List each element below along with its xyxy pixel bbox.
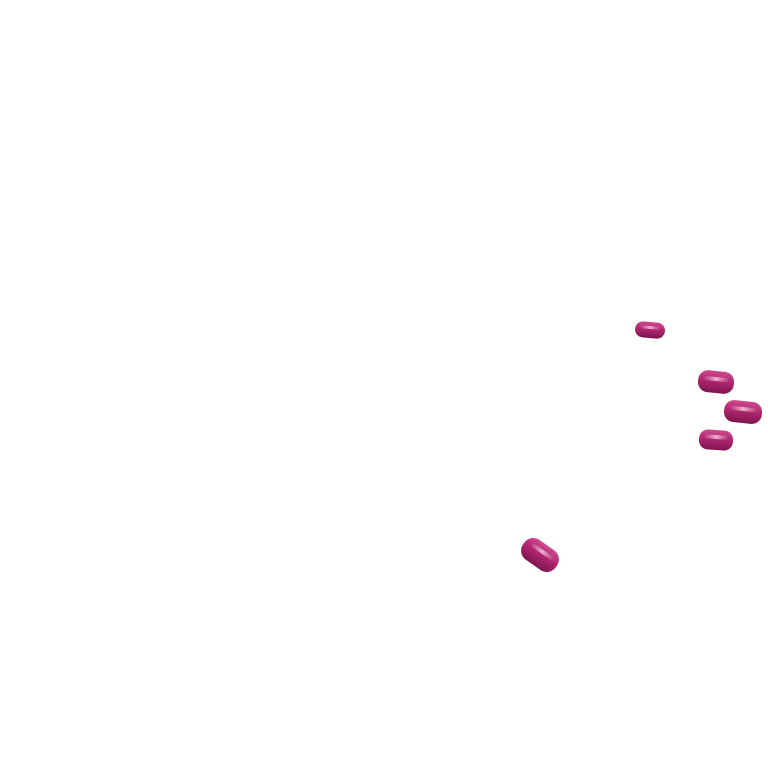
nail-4 xyxy=(698,429,734,451)
nail-5-thumb xyxy=(521,538,559,572)
nail-3 xyxy=(723,400,763,424)
nail-1 xyxy=(635,321,665,339)
nail-2 xyxy=(697,370,735,394)
